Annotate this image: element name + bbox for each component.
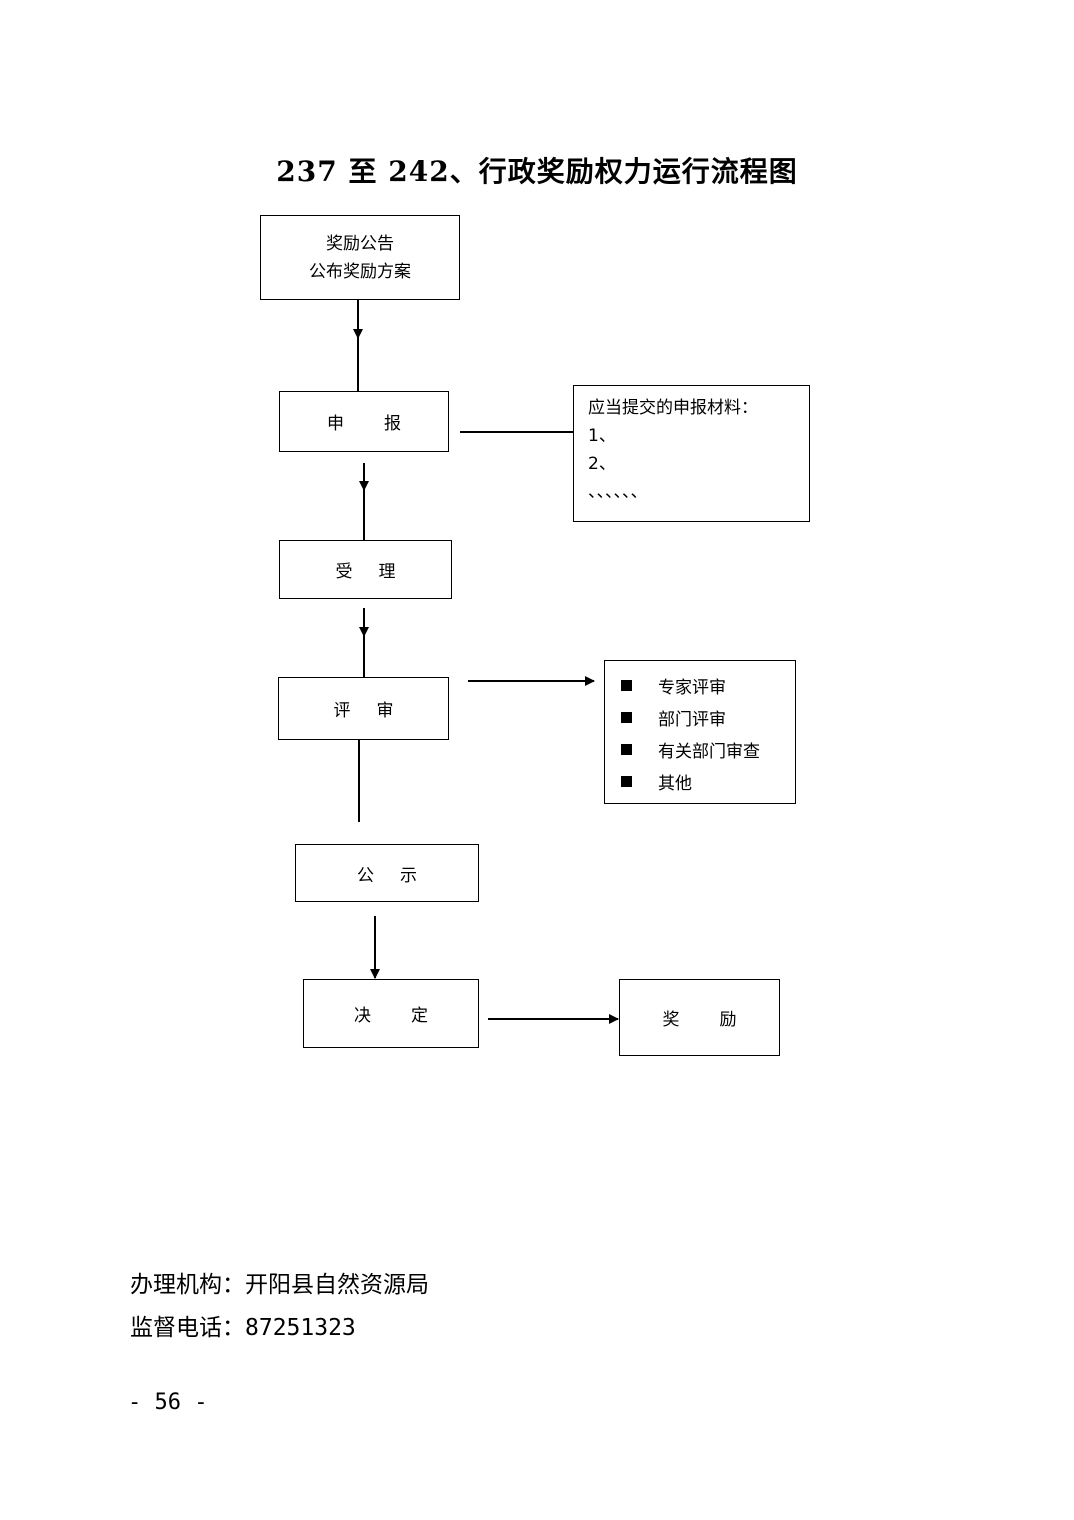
step-publicity: 公示 [295,844,479,902]
step-reward: 奖励 [619,979,780,1056]
step-announce: 奖励公告 公布奖励方案 [260,215,460,300]
apply-label: 申报 [327,414,441,434]
bullet-square-icon [621,775,632,787]
materials-box: 应当提交的申报材料： 1、 2、 、、、、、、 [573,385,810,522]
decision-label: 决定 [354,1006,468,1026]
method-item: 有关部门审查 [621,733,779,765]
method-label: 部门评审 [658,709,726,730]
method-item: 专家评审 [621,669,779,701]
method-item: 其他 [621,765,779,797]
method-label: 其他 [658,773,692,794]
materials-heading: 应当提交的申报材料： [588,398,758,418]
footer-agency: 办理机构：开阳县自然资源局 [130,1272,429,1298]
bullet-square-icon [621,679,632,691]
step-decision: 决定 [303,979,479,1048]
announce-line-1: 奖励公告 [326,233,394,254]
review-methods-box: 专家评审 部门评审 有关部门审查 其他 [604,660,796,804]
materials-item-ellipsis: 、、、、、、 [588,482,648,502]
materials-item-2: 2、 [588,454,616,474]
method-label: 专家评审 [658,677,726,698]
bullet-square-icon [621,743,632,755]
step-apply: 申报 [279,391,449,452]
method-item: 部门评审 [621,701,779,733]
page-title: 237 至 242、行政奖励权力运行流程图 [276,155,798,188]
publicity-label: 公示 [357,865,443,886]
step-review: 评审 [278,677,449,740]
method-label: 有关部门审查 [658,741,760,762]
accept-label: 受理 [335,562,422,582]
bullet-square-icon [621,711,632,723]
step-accept: 受理 [279,540,452,599]
footer-phone: 监督电话：87251323 [130,1315,356,1341]
page-number: - 56 - [128,1390,208,1415]
reward-label: 奖励 [662,1010,777,1030]
announce-line-2: 公布奖励方案 [309,261,411,282]
materials-item-1: 1、 [588,426,616,446]
review-label: 评审 [333,701,420,721]
